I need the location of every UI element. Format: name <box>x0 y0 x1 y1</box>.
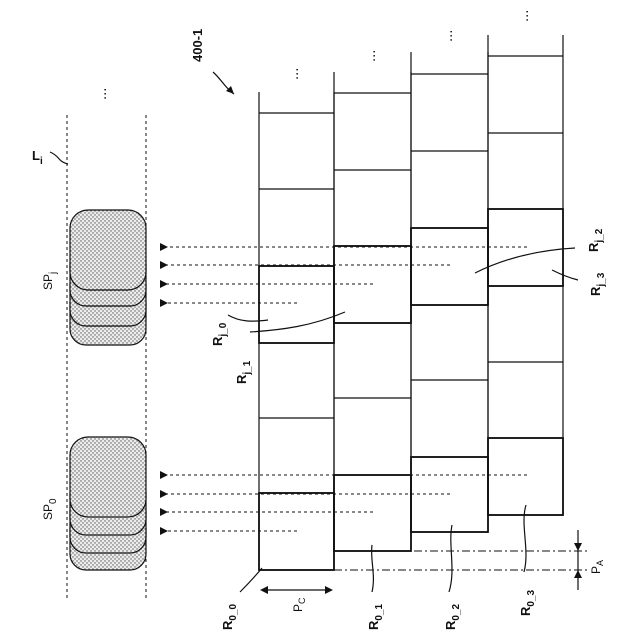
region-label-j0: Rj_0 <box>210 322 229 346</box>
package-stack-0 <box>70 437 146 570</box>
package-label-0: SP0 <box>41 498 59 520</box>
column-label-1-leader <box>372 545 374 592</box>
line-label-leader <box>50 152 68 164</box>
pitch-a-label: PA <box>589 560 605 574</box>
arrows-lower <box>166 475 527 531</box>
region-label-j3: Rj_3 <box>588 272 607 296</box>
region-label-j1: Rj_1 <box>234 360 253 384</box>
column-3-ellipsis: ... <box>517 10 532 22</box>
region-label-j1-leader <box>250 312 345 332</box>
package-label-j: SPj <box>41 272 59 290</box>
column-label-3: R0_3 <box>518 589 537 616</box>
region-label-j3-leader <box>552 270 578 280</box>
column-2 <box>411 52 488 532</box>
figure-ref: 400-1 <box>190 29 205 62</box>
line-ellipsis: ... <box>95 88 110 100</box>
line-label: Li <box>32 148 43 167</box>
region-label-j2: Rj_2 <box>586 228 605 252</box>
column-0 <box>259 92 334 570</box>
column-label-0-leader <box>240 568 262 592</box>
arrows-upper <box>166 247 527 303</box>
column-label-1: R0_1 <box>366 603 385 630</box>
column-label-2-leader <box>449 525 452 592</box>
column-label-0: R0_0 <box>220 603 239 630</box>
column-1 <box>334 72 411 551</box>
package-stack-j <box>70 210 146 345</box>
pitch-c-label: PC <box>291 597 307 612</box>
column-1-ellipsis: ... <box>364 50 379 62</box>
column-2-ellipsis: ... <box>441 30 456 42</box>
column-3 <box>488 35 563 515</box>
region-label-j2-leader <box>475 248 575 273</box>
region-label-j0-leader <box>228 315 268 321</box>
column-label-2: R0_2 <box>443 603 462 630</box>
column-0-ellipsis: ... <box>287 68 302 80</box>
